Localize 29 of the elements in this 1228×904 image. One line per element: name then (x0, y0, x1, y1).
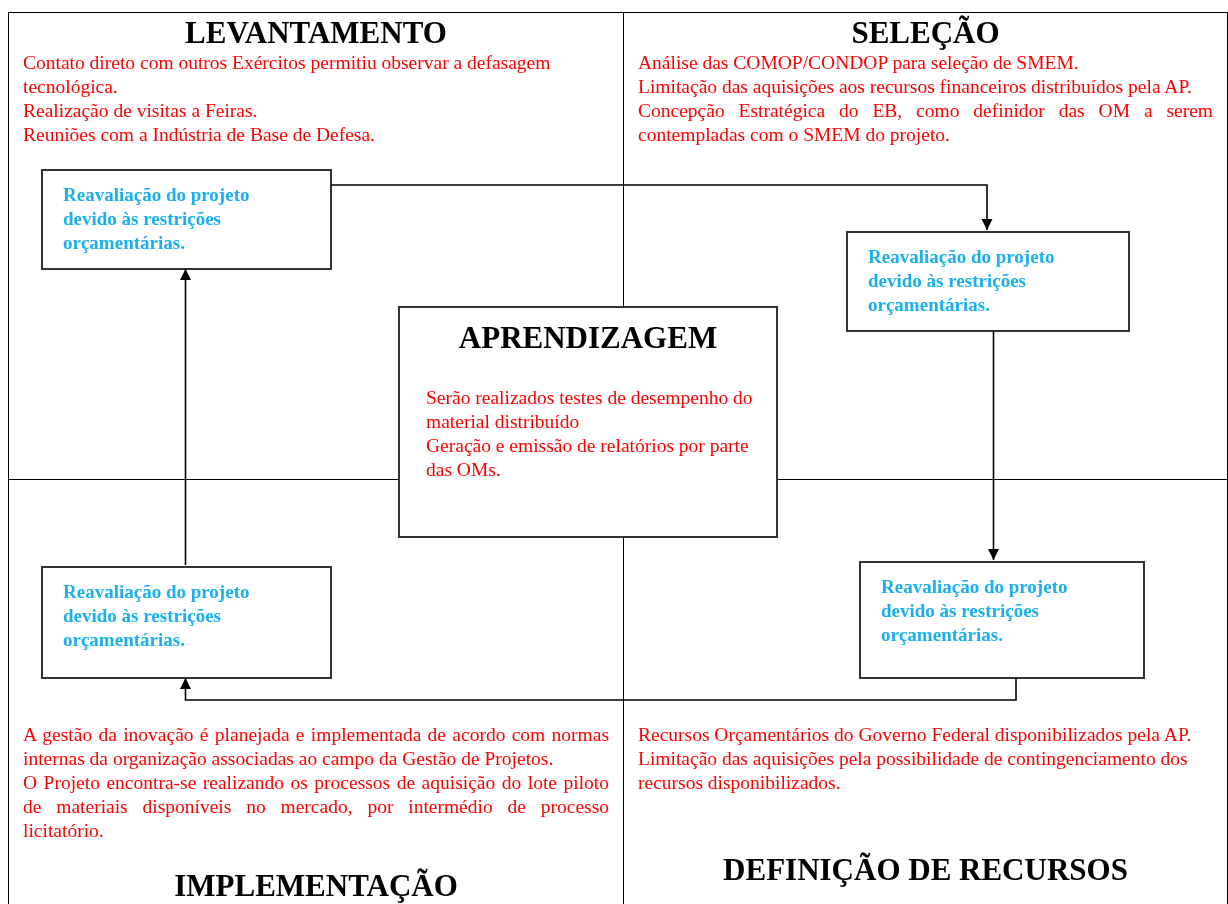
quadrant-heading: DEFINIÇÃO DE RECURSOS (722, 852, 1129, 888)
note-text: Realização de visitas a Feiras. (23, 99, 259, 123)
arrow (179, 268, 192, 566)
note-text: Concepção Estratégica do EB, como definidor das OM a serem contempladas com o SMEM do projeto. (638, 99, 1213, 147)
note-text: A gestão da inovação é planejada e implementada de acordo com normas internas da organização associadas ao campo da Gestão de Projetos. (23, 723, 609, 771)
box-text: Reavaliação do projeto devido às restrições orçamentárias. (881, 575, 1069, 647)
arrow (179, 677, 1017, 701)
note-text: Recursos Orçamentários do Governo Federal disponibilizados pela AP. (638, 723, 1193, 747)
note-text: O Projeto encontra-se realizando os processos de aquisição do lote piloto de materiais disponíveis no mercado, por intermédio de processo licitatório. (23, 771, 609, 843)
note-text: Limitação das aquisições aos recursos financeiros distribuídos pela AP. (638, 75, 1193, 99)
quadrant-heading: LEVANTAMENTO (184, 15, 448, 51)
box-text: Reavaliação do projeto devido às restrições orçamentárias. (63, 580, 251, 652)
quadrant-heading: IMPLEMENTAÇÃO (173, 868, 459, 904)
center-heading: APRENDIZAGEM (457, 320, 719, 356)
note-text: Reuniões com a Indústria de Base de Defesa. (23, 123, 376, 147)
box-text: Reavaliação do projeto devido às restrições orçamentárias. (63, 183, 251, 255)
center-box (398, 306, 778, 538)
note-text: Análise das COMOP/CONDOP para seleção de SMEM. (638, 51, 1080, 75)
arrow (987, 330, 1000, 561)
process-box (41, 566, 332, 679)
quadrant-heading: SELEÇÃO (850, 15, 1001, 51)
process-box (846, 231, 1130, 332)
note-text: Serão realizados testes de desempenho do material distribuído (426, 386, 754, 434)
note-text: Limitação das aquisições pela possibilidade de contingenciamento dos recursos disponibilizados. (638, 747, 1189, 795)
process-box (859, 561, 1145, 679)
note-text: Contato direto com outros Exércitos permitiu observar a defasagem tecnológica. (23, 51, 552, 99)
box-text: Reavaliação do projeto devido às restrições orçamentárias. (868, 245, 1056, 317)
process-box (41, 169, 332, 270)
note-text: Geração e emissão de relatórios por parte das OMs. (426, 434, 750, 482)
